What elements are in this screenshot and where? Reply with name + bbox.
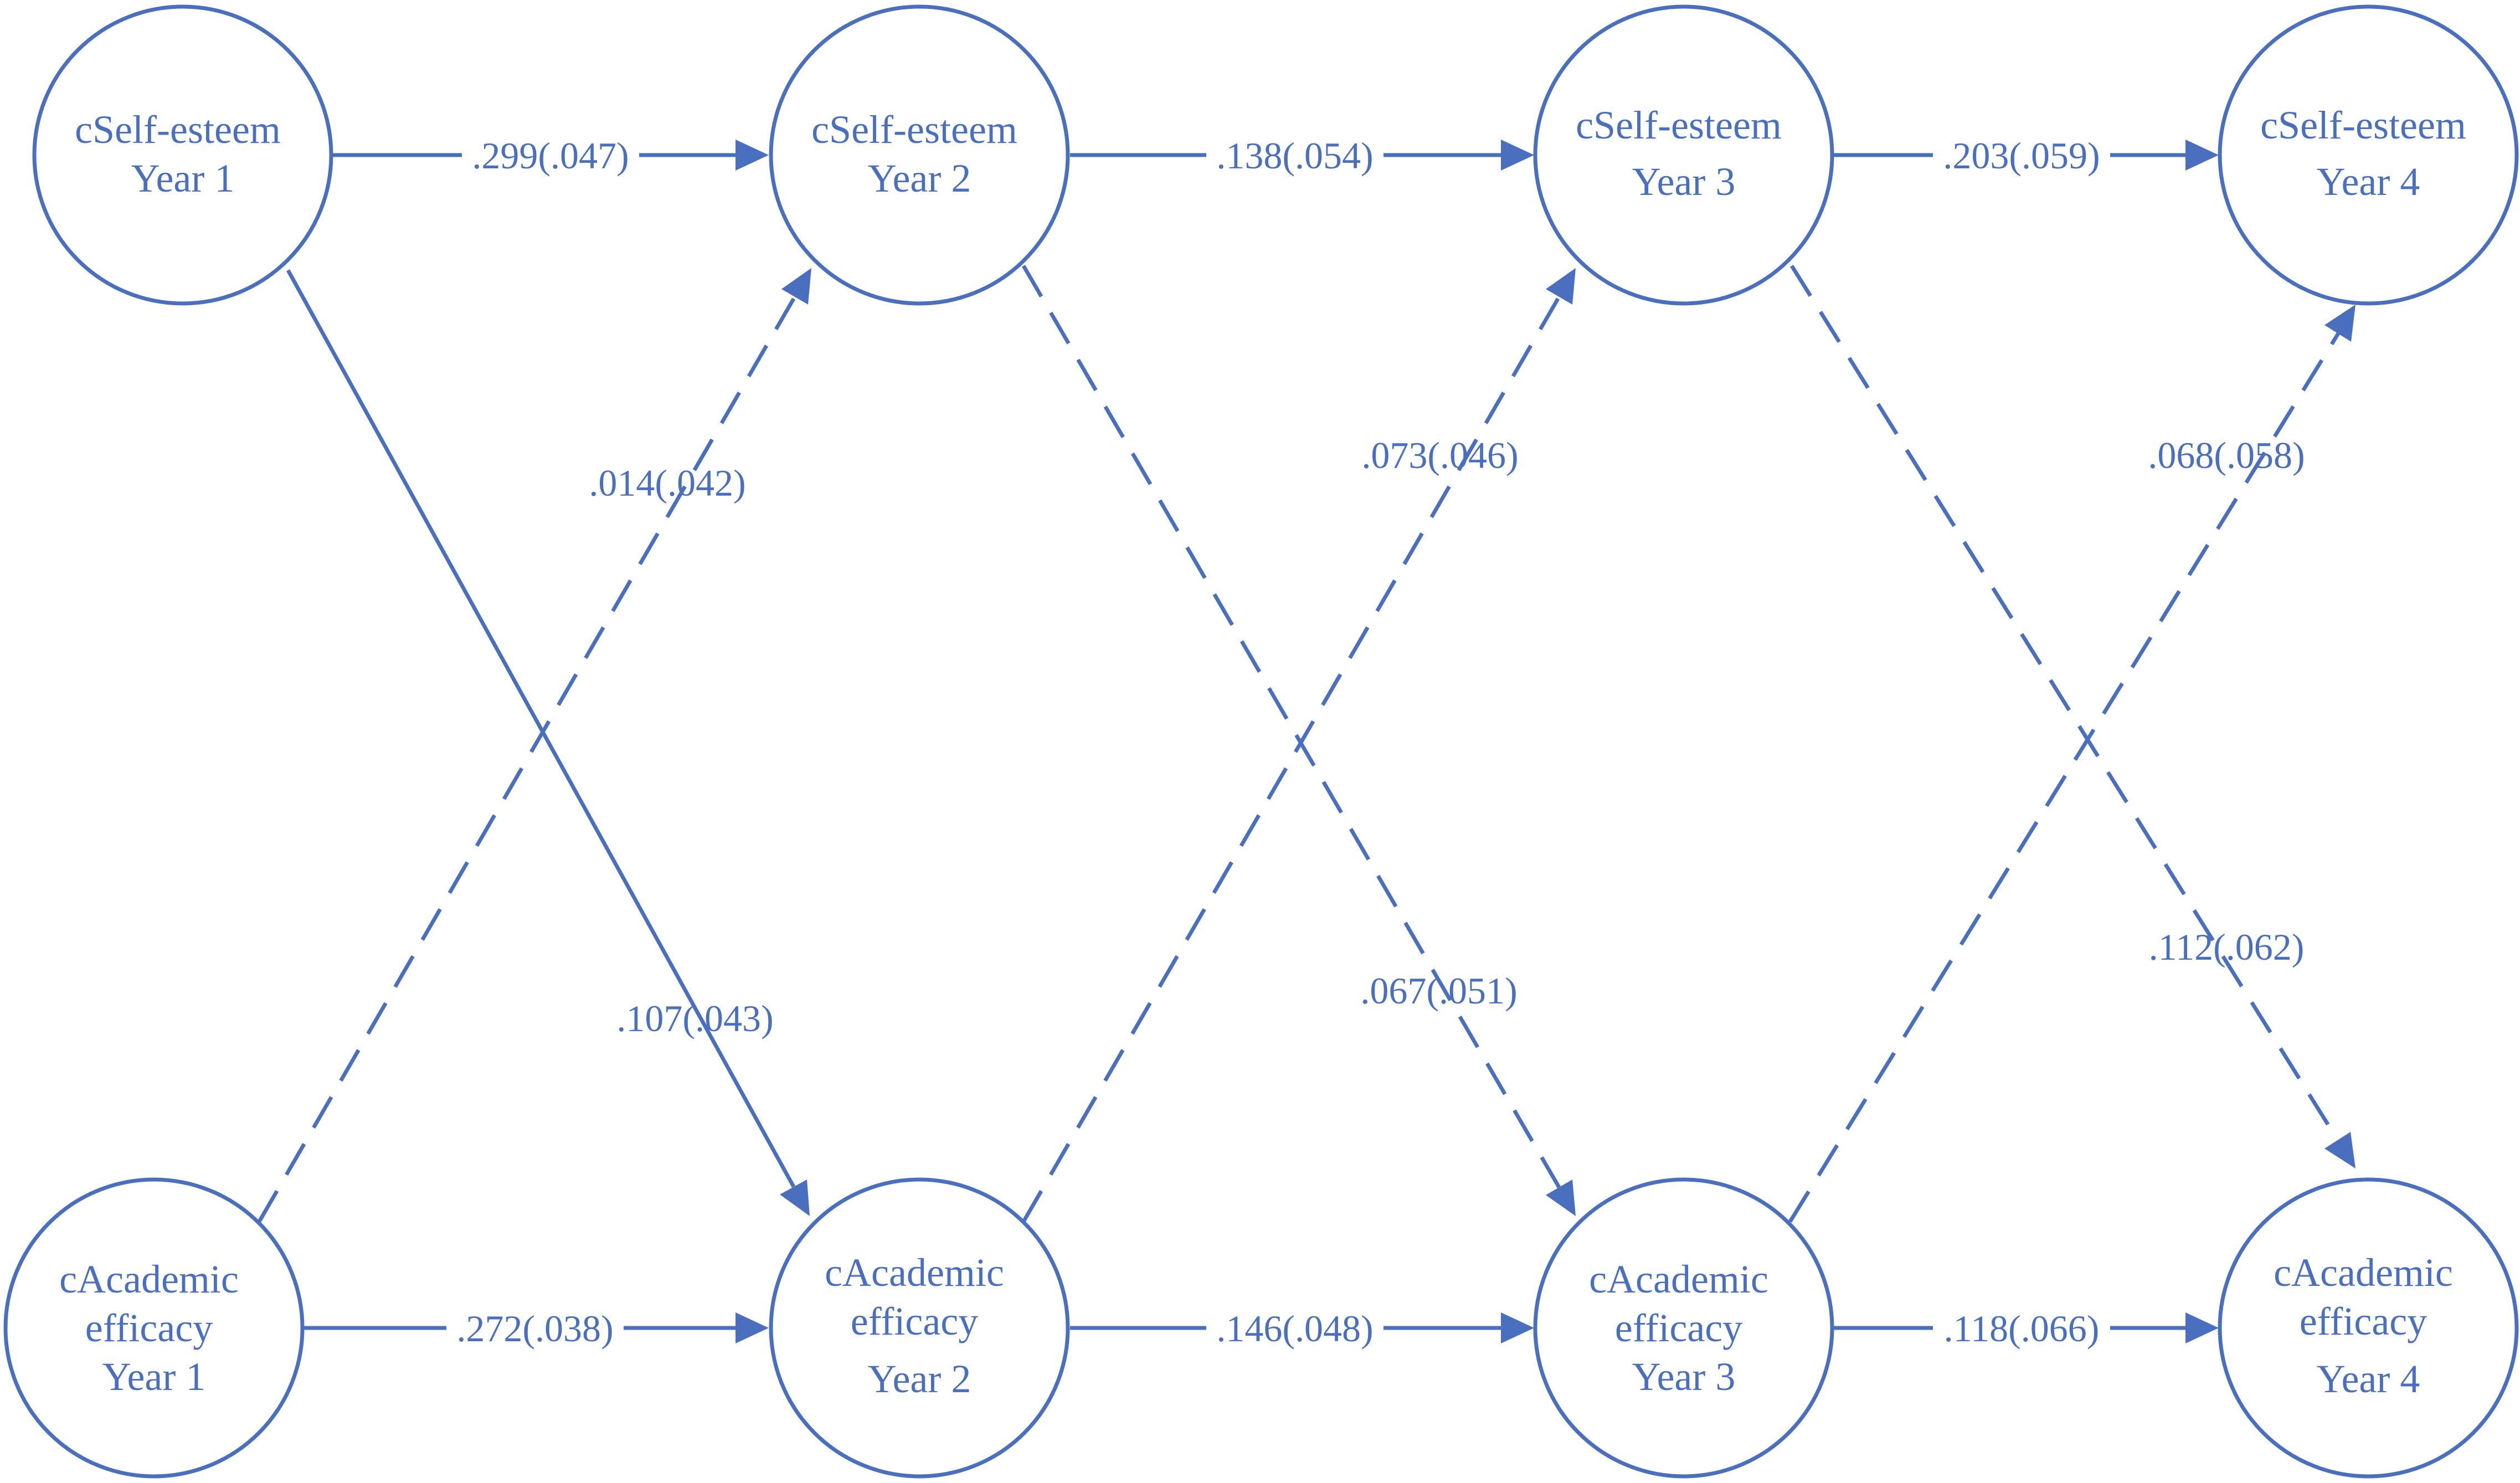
edge-ae2-se3-line	[1021, 296, 1561, 1223]
arrowhead-ae3-se4	[2324, 305, 2356, 342]
edge-ae1-se2-line	[257, 296, 797, 1223]
arrowhead-se2-se3	[1501, 140, 1534, 171]
label-ae2-se3: .073(.046)	[1361, 434, 1518, 476]
label-bg-ae1-ae2	[446, 1310, 624, 1346]
node-academic-efficacy-year-4-label: cAcademic efficacy Year 4	[2274, 1250, 2463, 1401]
label-bg-ae3-ae4	[1933, 1310, 2110, 1346]
label-se1-ae2: .107(.043)	[616, 997, 773, 1039]
node-line: Year 1	[102, 1355, 206, 1399]
edges	[257, 140, 2356, 1343]
node-line: Year 3	[1632, 159, 1736, 204]
edge-ae1-se2	[257, 268, 811, 1223]
node-self-esteem-year-2: cSelf-esteem Year 2	[769, 4, 1070, 306]
label-ae2-ae3: .146(.048)	[1216, 1307, 1373, 1350]
node-line: Year 3	[1632, 1355, 1736, 1399]
node-self-esteem-year-4: cSelf-esteem Year 4	[2218, 4, 2519, 306]
node-line: cAcademic	[2274, 1250, 2453, 1295]
node-line: efficacy	[1615, 1306, 1742, 1350]
node-line: Year 4	[2317, 1357, 2420, 1401]
node-line: cAcademic	[59, 1257, 239, 1301]
label-se2-ae3: .067(.051)	[1360, 970, 1517, 1012]
label-ae1-se2: .014(.042)	[589, 462, 745, 504]
node-line: cSelf-esteem	[1576, 103, 1782, 147]
edge-se2-ae3	[1021, 265, 1576, 1216]
node-line: efficacy	[2300, 1299, 2427, 1343]
edge-ae3-se4	[1788, 305, 2356, 1223]
label-ae3-se4: .068(.058)	[2148, 434, 2305, 476]
arrowhead-se2-ae3	[1546, 1180, 1576, 1216]
node-academic-efficacy-year-3-label: cAcademic efficacy Year 3	[1589, 1257, 1778, 1399]
node-self-esteem-year-1: cSelf-esteem Year 1	[32, 4, 333, 306]
arrowhead-se3-ae4	[2324, 1132, 2356, 1168]
node-self-esteem-year-4-label: cSelf-esteem Year 4	[2260, 103, 2476, 204]
node-line: efficacy	[85, 1306, 213, 1350]
node-self-esteem-year-3-circle	[1533, 4, 1834, 306]
arrowhead-se1-ae2	[780, 1180, 810, 1216]
arrowhead-se1-se2	[736, 140, 769, 171]
node-line: cAcademic	[1589, 1257, 1768, 1301]
arrowhead-ae1-se2	[781, 268, 811, 305]
node-self-esteem-year-2-label: cSelf-esteem Year 2	[811, 107, 1027, 200]
label-se2-se3: .138(.054)	[1216, 135, 1373, 177]
edge-se2-ae3-line	[1021, 265, 1561, 1188]
node-academic-efficacy-year-2-label: cAcademic efficacy Year 2	[825, 1250, 1014, 1401]
label-ae3-ae4: .118(.066)	[1944, 1307, 2100, 1350]
label-bg-se3-se4	[1933, 137, 2110, 173]
node-self-esteem-year-2-circle	[769, 4, 1070, 306]
node-self-esteem-year-3-label: cSelf-esteem Year 3	[1576, 103, 1792, 204]
label-bg-se2-se3	[1206, 137, 1384, 173]
edge-ae2-se3	[1021, 268, 1576, 1223]
arrowhead-ae2-ae3	[1501, 1312, 1534, 1343]
arrowhead-ae1-ae2	[736, 1312, 769, 1343]
label-se3-ae4: .112(.062)	[2149, 926, 2305, 968]
node-academic-efficacy-year-3-circle	[1533, 1177, 1834, 1479]
arrowhead-se3-se4	[2185, 140, 2219, 171]
label-bg-se1-se2	[462, 137, 639, 173]
node-academic-efficacy-year-2: cAcademic efficacy Year 2	[769, 1177, 1070, 1479]
node-line: Year 2	[868, 1357, 971, 1401]
node-line: Year 1	[131, 156, 235, 200]
arrowhead-ae2-se3	[1546, 268, 1576, 305]
label-se1-se2: .299(.047)	[472, 135, 629, 177]
node-line: cAcademic	[825, 1250, 1004, 1295]
label-bg-ae2-ae3	[1206, 1310, 1384, 1346]
label-ae1-ae2: .272(.038)	[456, 1307, 613, 1350]
node-academic-efficacy-year-3: cAcademic efficacy Year 3	[1533, 1177, 1834, 1479]
node-academic-efficacy-year-4: cAcademic efficacy Year 4	[2218, 1177, 2519, 1479]
node-academic-efficacy-year-2-circle	[769, 1177, 1070, 1479]
node-line: Year 4	[2317, 159, 2420, 204]
node-line: cSelf-esteem	[811, 107, 1017, 152]
edge-se3-ae4-line	[1790, 265, 2339, 1141]
node-self-esteem-year-1-label: cSelf-esteem Year 1	[75, 107, 291, 200]
node-academic-efficacy-year-1-circle	[3, 1177, 305, 1479]
edge-labels: .299(.047) .138(.054) .203(.059) .272(.0…	[446, 135, 2305, 1350]
edge-se1-ae2	[286, 269, 810, 1216]
node-line: efficacy	[851, 1299, 978, 1343]
node-line: cSelf-esteem	[2260, 103, 2466, 147]
node-self-esteem-year-4-circle	[2218, 4, 2519, 306]
node-academic-efficacy-year-4-circle	[2218, 1177, 2519, 1479]
node-self-esteem-year-1-circle	[32, 4, 333, 306]
node-self-esteem-year-3: cSelf-esteem Year 3	[1533, 4, 1834, 306]
node-academic-efficacy-year-1-label: cAcademic efficacy Year 1	[59, 1257, 249, 1399]
node-line: Year 2	[868, 156, 971, 200]
edge-se3-ae4	[1790, 265, 2356, 1168]
edge-se1-ae2-line	[286, 269, 796, 1188]
label-se3-se4: .203(.059)	[1943, 135, 2100, 177]
node-academic-efficacy-year-1: cAcademic efficacy Year 1	[3, 1177, 305, 1479]
arrowhead-ae3-ae4	[2185, 1312, 2219, 1343]
nodes: cSelf-esteem Year 1 cSelf-esteem Year 2 …	[3, 4, 2519, 1479]
node-line: cSelf-esteem	[75, 107, 281, 152]
edge-ae3-se4-line	[1788, 332, 2340, 1223]
